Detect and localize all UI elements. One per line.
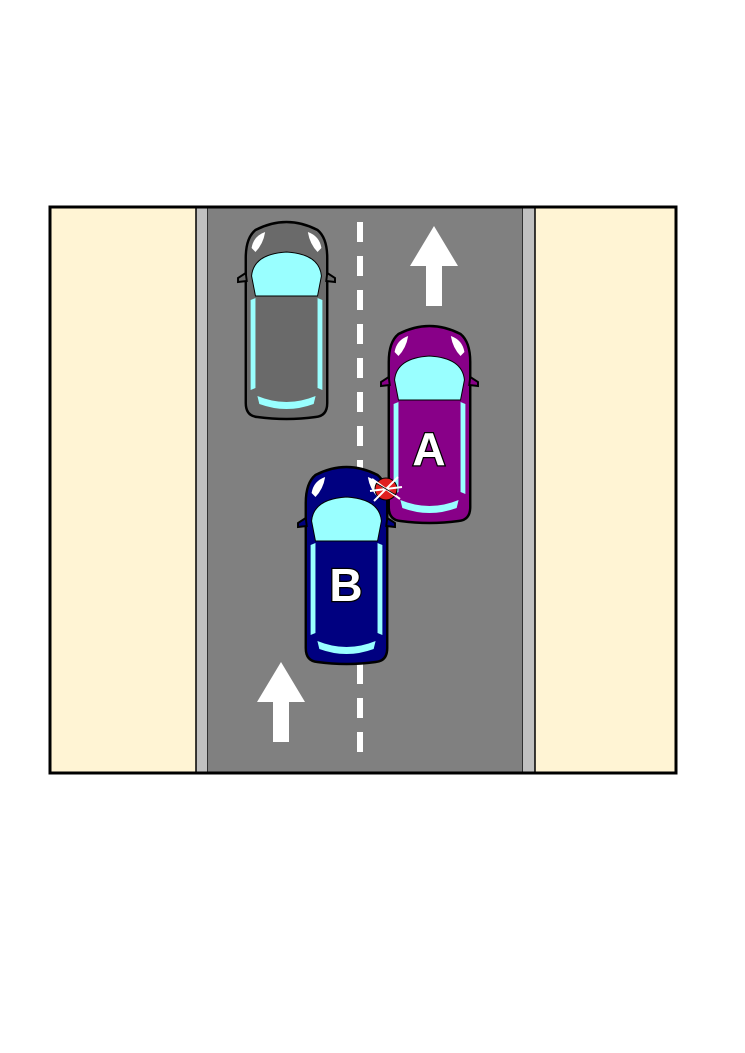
curb-right	[521, 206, 536, 774]
car-a-label: A	[412, 423, 445, 475]
sidewalk-left	[50, 207, 196, 773]
diagram-frame	[48, 205, 678, 775]
curb-left	[195, 206, 209, 774]
car-a: A	[379, 324, 480, 525]
parked-car	[236, 220, 337, 421]
car-b-label: B	[329, 559, 362, 611]
sidewalk-right	[535, 207, 676, 773]
car-b: B	[296, 465, 397, 666]
collision-star-icon	[369, 476, 403, 502]
